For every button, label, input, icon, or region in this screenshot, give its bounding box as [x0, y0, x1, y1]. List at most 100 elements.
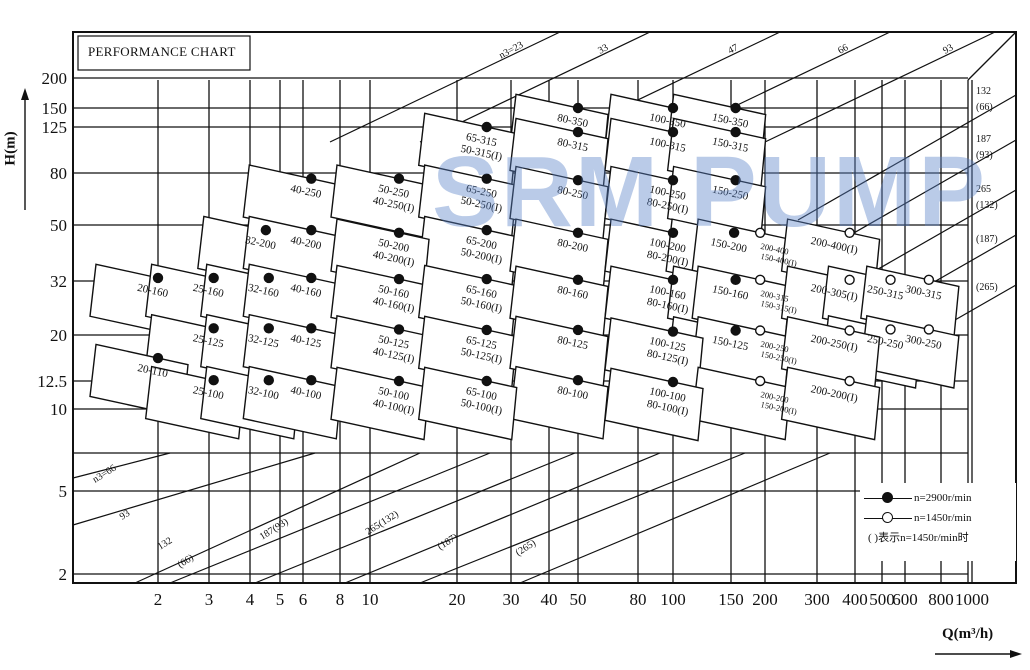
x-tick-label: 100	[660, 590, 686, 609]
filled-marker	[481, 375, 492, 387]
x-tick-label: 40	[541, 590, 558, 609]
filled-marker-icon	[864, 491, 912, 505]
y-tick-label: 125	[42, 118, 68, 137]
x-tick-label: 20	[449, 590, 466, 609]
iso-label: (187)	[436, 532, 460, 553]
iso-line	[169, 452, 491, 584]
open-marker	[923, 274, 935, 286]
filled-marker	[728, 227, 740, 238]
y-tick-label: 80	[50, 164, 67, 183]
filled-marker	[306, 272, 317, 284]
legend-label: n=1450r/min	[914, 512, 972, 524]
x-tick-label: 500	[869, 590, 895, 609]
filled-marker	[481, 224, 492, 236]
filled-marker	[667, 326, 679, 337]
y-tick-label: 150	[42, 99, 68, 118]
iso-line	[72, 452, 316, 526]
y-tick-label: 32	[50, 272, 67, 291]
filled-marker	[263, 375, 274, 386]
filled-marker	[572, 274, 584, 286]
iso-line	[254, 452, 576, 584]
arrow-up-icon	[21, 88, 29, 100]
x-tick-label: 600	[892, 590, 918, 609]
iso-label: n3=23	[497, 40, 525, 62]
iso-line	[329, 31, 561, 143]
chart-frame	[72, 31, 1017, 584]
iso-label: 66	[836, 42, 850, 56]
legend-label: n=2900r/min	[914, 492, 972, 504]
x-tick-label: 8	[336, 590, 345, 609]
open-marker	[923, 324, 935, 335]
iso-line	[72, 452, 171, 479]
x-tick-label: 2	[154, 590, 163, 609]
filled-marker	[208, 323, 219, 334]
filled-marker	[730, 174, 741, 186]
iso-line	[419, 452, 746, 584]
x-tick-label: 800	[928, 590, 954, 609]
iso-label: (132)	[976, 200, 998, 211]
open-marker	[844, 375, 855, 387]
open-marker	[754, 227, 766, 238]
x-tick-label: 5	[276, 590, 285, 609]
y-axis-label: H(m)	[2, 131, 19, 166]
iso-label: 132	[976, 86, 991, 97]
filled-marker	[730, 126, 741, 138]
x-tick-label: 3	[205, 590, 214, 609]
x-tick-label: 150	[718, 590, 744, 609]
y-tick-label: 2	[59, 565, 68, 584]
legend: n=2900r/min n=1450r/min ( )表示n=1450r/min…	[864, 488, 972, 548]
filled-marker	[572, 375, 584, 386]
filled-marker	[306, 375, 317, 386]
iso-label: 93	[941, 42, 955, 56]
y-tick-label: 5	[59, 482, 68, 501]
filled-marker	[393, 273, 405, 285]
y-tick-label: 50	[50, 216, 67, 235]
open-marker-icon	[864, 511, 912, 525]
filled-marker	[730, 325, 741, 336]
y-tick-label: 10	[50, 400, 67, 419]
iso-label: 47	[726, 42, 740, 56]
filled-marker	[667, 174, 679, 186]
filled-marker	[572, 227, 584, 238]
x-tick-label: 50	[570, 590, 587, 609]
filled-marker	[393, 173, 405, 184]
x-tick-label: 10	[362, 590, 379, 609]
iso-label: 33	[596, 42, 610, 56]
filled-marker	[481, 121, 492, 133]
iso-label: n3=66	[91, 463, 119, 486]
iso-label: (93)	[976, 150, 993, 161]
y-tick-label: 20	[50, 326, 67, 345]
x-tick-label: 6	[299, 590, 308, 609]
iso-label: (66)	[976, 102, 993, 113]
filled-marker	[263, 323, 274, 334]
filled-marker	[730, 102, 741, 114]
open-marker	[754, 375, 766, 387]
iso-label: (66)	[176, 552, 196, 570]
iso-line	[344, 452, 661, 584]
filled-marker	[667, 102, 679, 114]
open-marker	[844, 227, 855, 238]
filled-marker	[393, 375, 405, 387]
chart-title: PERFORMANCE CHART	[88, 44, 236, 59]
filled-marker	[481, 273, 492, 285]
watermark: SRM PUMP	[432, 136, 987, 248]
iso-line	[967, 31, 1017, 81]
open-marker	[844, 325, 855, 336]
iso-label: (265)	[976, 282, 998, 293]
x-tick-label: 80	[630, 590, 647, 609]
open-marker	[754, 325, 766, 336]
filled-marker	[208, 272, 219, 284]
x-axis-label: Q(m³/h)	[942, 626, 994, 642]
filled-marker	[667, 227, 679, 238]
filled-marker	[572, 324, 584, 336]
iso-label: 187	[976, 134, 991, 145]
filled-marker	[306, 224, 317, 236]
filled-marker	[306, 173, 317, 184]
iso-line	[797, 94, 1017, 221]
x-tick-label: 1000	[955, 590, 989, 609]
filled-marker	[393, 227, 405, 238]
open-marker	[754, 274, 766, 286]
legend-item-1450: n=1450r/min	[864, 508, 972, 528]
